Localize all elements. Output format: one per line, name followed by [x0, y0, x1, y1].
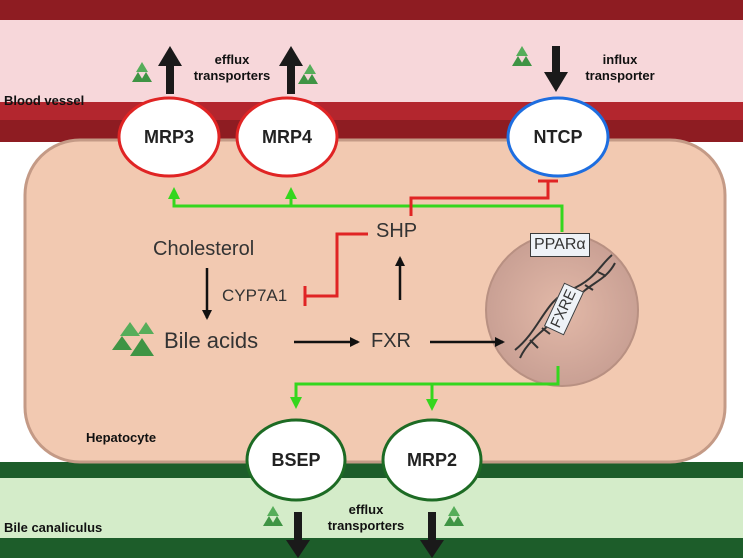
mrp3-transporter-shape[interactable] — [117, 96, 221, 178]
bsep-label: BSEP — [271, 450, 321, 470]
bile-acid-triangles — [112, 46, 532, 526]
bile-canaliculus-band — [0, 462, 743, 558]
mrp2-transporter-shape[interactable] — [381, 418, 483, 502]
blood-vessel-label: Blood vessel — [4, 93, 85, 108]
pathway-arrows — [202, 256, 505, 347]
mrp4-label: MRP4 — [261, 127, 312, 147]
transport-arrows — [158, 46, 568, 558]
cyp7a1-label: CYP7A1 — [222, 286, 288, 305]
top-influx-annotation: influx transporter — [585, 52, 655, 84]
bottom-efflux-annotation: efflux transporters — [327, 502, 405, 534]
mrp4-transporter-shape[interactable] — [235, 96, 339, 178]
activation-lines — [168, 187, 564, 411]
ppara-box: PPARα — [530, 233, 590, 257]
shp-label: SHP — [376, 220, 418, 242]
bsep-transporter-shape[interactable] — [245, 418, 347, 502]
ntcp-transporter-shape[interactable] — [506, 96, 610, 178]
ntcp-label: NTCP — [533, 127, 583, 147]
fxr-label: FXR — [371, 330, 411, 352]
bile-canaliculus-label: Bile canaliculus — [4, 520, 103, 535]
hepatocyte-label: Hepatocyte — [86, 430, 157, 445]
inhibition-lines — [303, 179, 558, 306]
mrp3-label: MRP3 — [143, 127, 194, 147]
cholesterol-label: Cholesterol — [153, 238, 255, 260]
bile-acids-label: Bile acids — [164, 328, 259, 353]
top-efflux-annotation: efflux transporters — [193, 52, 271, 84]
mrp2-label: MRP2 — [406, 450, 457, 470]
